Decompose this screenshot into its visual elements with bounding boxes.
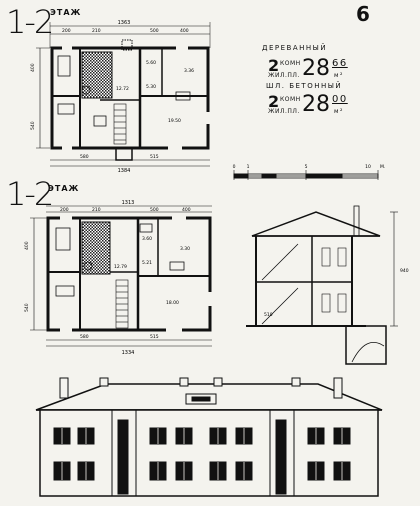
plan-top-dim-2: 210 — [92, 28, 101, 34]
plan-bottom-area-4: 5.21 — [142, 260, 152, 266]
sheet-number: 6 — [356, 2, 370, 26]
variant2-area-label: ЖИЛ.ПЛ. — [268, 108, 300, 115]
plan-top-area-3: 12.72 — [116, 86, 129, 92]
plan-bottom-dim-8: 540 — [24, 303, 30, 312]
plan-top-area-4: 5.30 — [146, 84, 156, 90]
plan-top-dim-8: 540 — [30, 121, 36, 130]
plan-bottom-width: 1313 — [122, 200, 135, 206]
plan-bottom-dim-2: 210 — [92, 207, 101, 213]
plan-bottom-area-2: 3.30 — [180, 246, 190, 252]
scale-unit: М. — [380, 164, 385, 170]
variant2-area-dec: 00 — [332, 94, 348, 105]
plan-bottom-label: 1-2 — [6, 175, 54, 213]
variant2-material: ШЛ. БЕТОННЫЙ — [266, 82, 343, 90]
plan-top — [36, 22, 211, 167]
plan-top-dim-7: 400 — [30, 63, 36, 72]
scale-tick-5: 5 — [305, 164, 308, 170]
plan-top-area-2: 3.36 — [184, 68, 194, 74]
variant2-rooms-unit: КОМН — [280, 96, 301, 103]
scale-tick-1: 1 — [247, 164, 250, 170]
plan-bottom-area-3: 12.79 — [114, 264, 127, 270]
plan-bottom-dim-7: 400 — [24, 241, 30, 250]
variant1-material: ДЕРЕВАННЫЙ — [262, 44, 328, 52]
plan-top-dim-4: 400 — [180, 28, 189, 34]
plan-bottom — [30, 205, 212, 347]
section-level: 510 — [264, 312, 273, 318]
plan-bottom-dim-3: 500 — [150, 207, 159, 213]
plan-top-dim-5: 580 — [80, 154, 89, 160]
plan-top-bottom-width: 1384 — [118, 168, 131, 174]
plan-bottom-dim-6: 515 — [150, 334, 159, 340]
plan-bottom-bottom-width: 1334 — [122, 350, 135, 356]
plan-bottom-area-1: 3.60 — [142, 236, 152, 242]
variant2-rooms: 2 — [268, 92, 280, 111]
plan-top-label: 1-2 — [6, 3, 54, 41]
plan-top-dim-1: 200 — [62, 28, 71, 34]
plan-top-dim-6: 515 — [150, 154, 159, 160]
scale-tick-10: 10 — [365, 164, 371, 170]
plan-top-width: 1363 — [118, 20, 131, 26]
plan-bottom-dim-4: 400 — [182, 207, 191, 213]
plan-top-area-5: 19.50 — [168, 118, 181, 124]
variant1-area-unit: м² — [334, 72, 344, 79]
plan-top-dim-3: 500 — [150, 28, 159, 34]
variant1-area-int: 28 — [302, 56, 330, 81]
variant1-area-dec: 66 — [332, 58, 348, 69]
plan-bottom-dim-1: 200 — [60, 207, 69, 213]
variant2-area-int: 28 — [302, 92, 330, 117]
plan-bottom-floor: ЭТАЖ — [48, 184, 80, 193]
variant1-rooms-unit: КОМН — [280, 60, 301, 67]
building-facade — [35, 377, 383, 497]
plan-bottom-area-5: 18.00 — [166, 300, 179, 306]
plan-top-floor: ЭТАЖ — [50, 8, 82, 17]
scale-bar — [233, 170, 379, 180]
variant1-area-label: ЖИЛ.ПЛ. — [268, 72, 300, 79]
plan-bottom-dim-5: 580 — [80, 334, 89, 340]
variant2-area-unit: м² — [334, 108, 344, 115]
section-height: 940 — [400, 268, 409, 274]
building-section — [246, 205, 398, 365]
variant1-rooms: 2 — [268, 56, 280, 75]
scale-tick-0: 0 — [233, 164, 236, 170]
plan-top-area-1: 5.60 — [146, 60, 156, 66]
